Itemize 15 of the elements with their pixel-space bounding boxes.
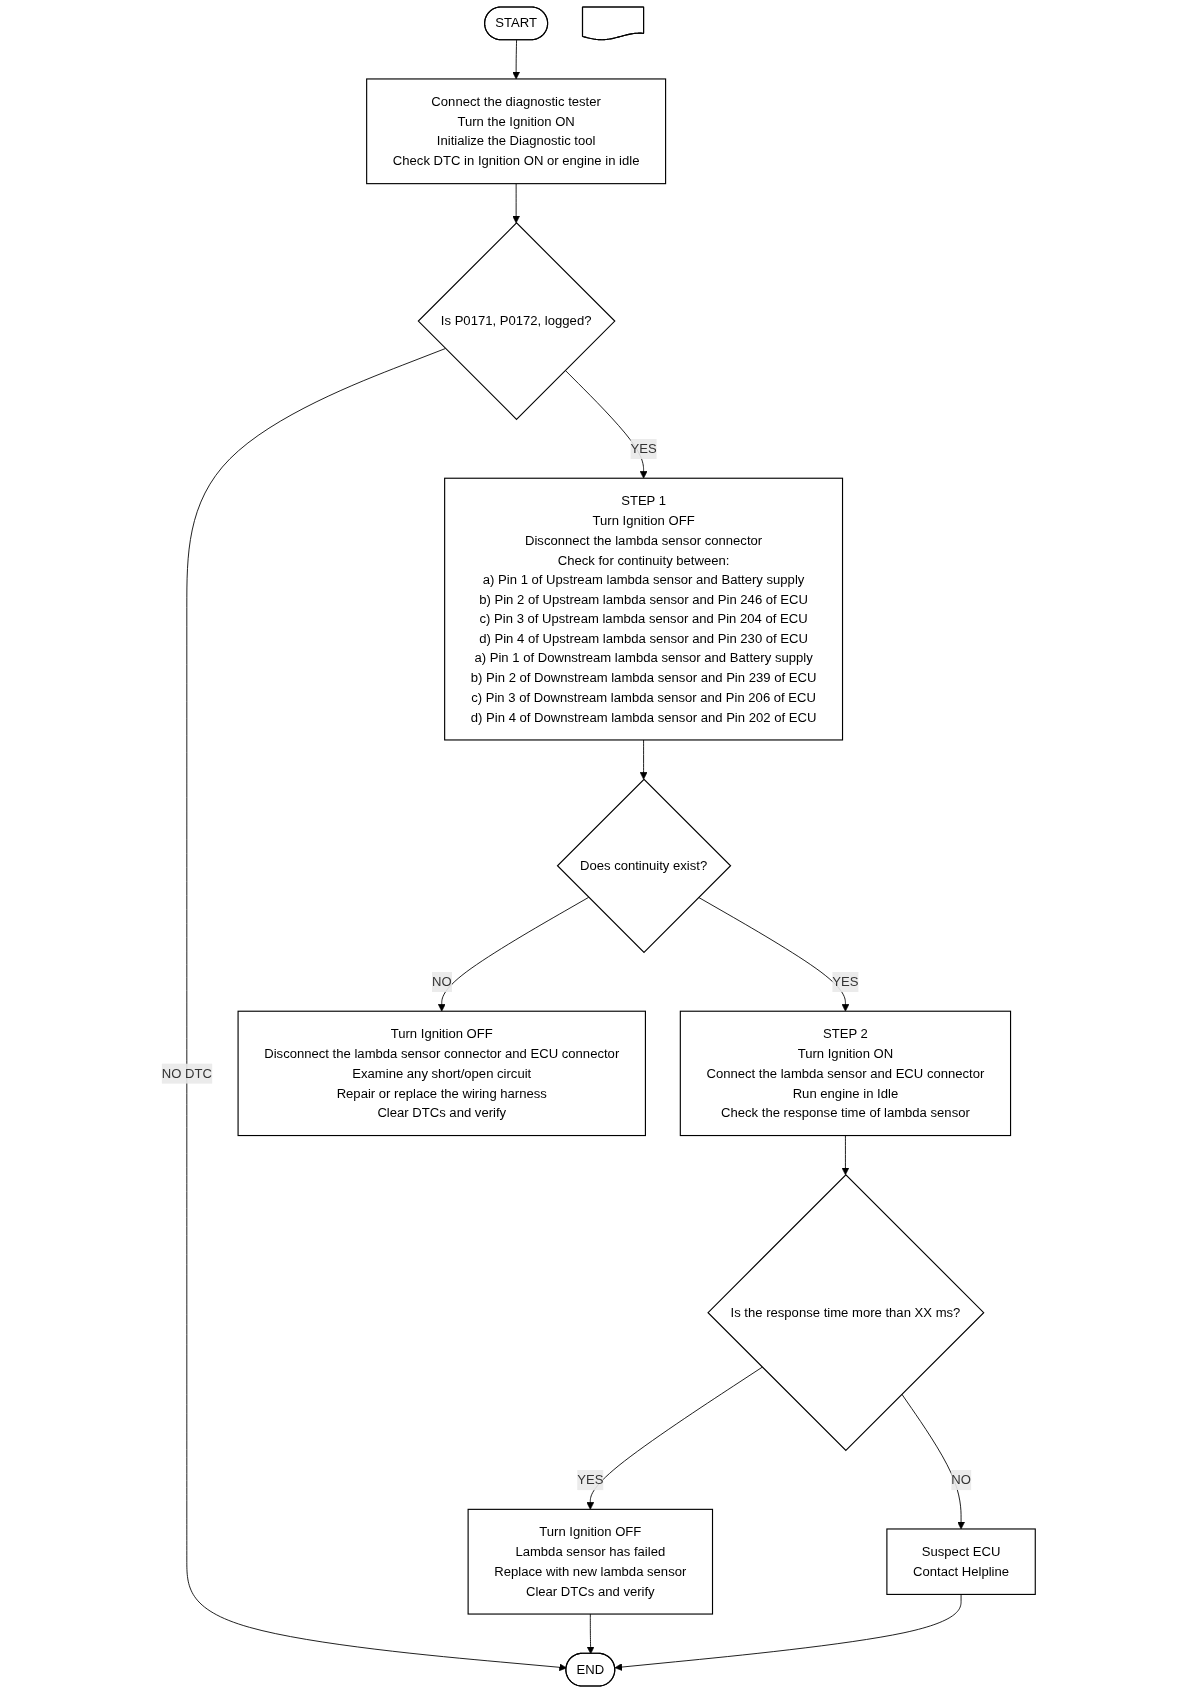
node-diamond: Is the response time more than XX ms? xyxy=(707,1174,985,1452)
node-box: STEP 1 Turn Ignition OFF Disconnect the lambda sensor connector Check for continuity between: a) Pin 1 of Upstream lambda sensor and Battery supply b) Pin 2 of Upstream lambda sensor and Pin 246 of ECU c) Pin 3 of Upstream lambda sensor and Pin 204 of ECU d) Pin 4 of Upstream lambda sensor and Pin 230 of ECU a) Pin 1 of Downstream lambda sensor and Battery supply b) Pin 2 of Downstream lambda sensor and Pin 239 of ECU c) Pin 3 of Downstream lambda sensor and Pin 206 of ECU d) Pin 4 of Downstream lambda sensor and Pin 202 of ECU xyxy=(444,477,844,741)
edge-label: YES xyxy=(832,973,859,989)
node-box: Connect the diagnostic tester Turn the Ignition ON Initialize the Diagnostic tool Check DTC in Ignition ON or engine in idle xyxy=(366,78,667,185)
node-box: Suspect ECU Contact Helpline xyxy=(886,1528,1036,1595)
edge-label: NO DTC xyxy=(161,1065,212,1081)
edge-label: YES xyxy=(577,1471,604,1487)
node-box: STEP 2 Turn Ignition ON Connect the lambda sensor and ECU connector Run engine in Idle Check the response time of lambda sensor xyxy=(679,1010,1012,1137)
node-diamond: Does continuity exist? xyxy=(556,778,732,954)
edge-label: YES xyxy=(630,440,657,456)
edge-label: NO xyxy=(951,1471,971,1487)
node-diamond: Is P0171, P0172, logged? xyxy=(417,222,616,421)
node-box: Turn Ignition OFF Disconnect the lambda sensor connector and ECU connector Examine any short/open circuit Repair or replace the wiring harness Clear DTCs and verify xyxy=(237,1010,646,1137)
node-box: Turn Ignition OFF Lambda sensor has failed Replace with new lambda sensor Clear DTCs and verify xyxy=(467,1508,714,1615)
edge-label: NO xyxy=(431,973,452,989)
